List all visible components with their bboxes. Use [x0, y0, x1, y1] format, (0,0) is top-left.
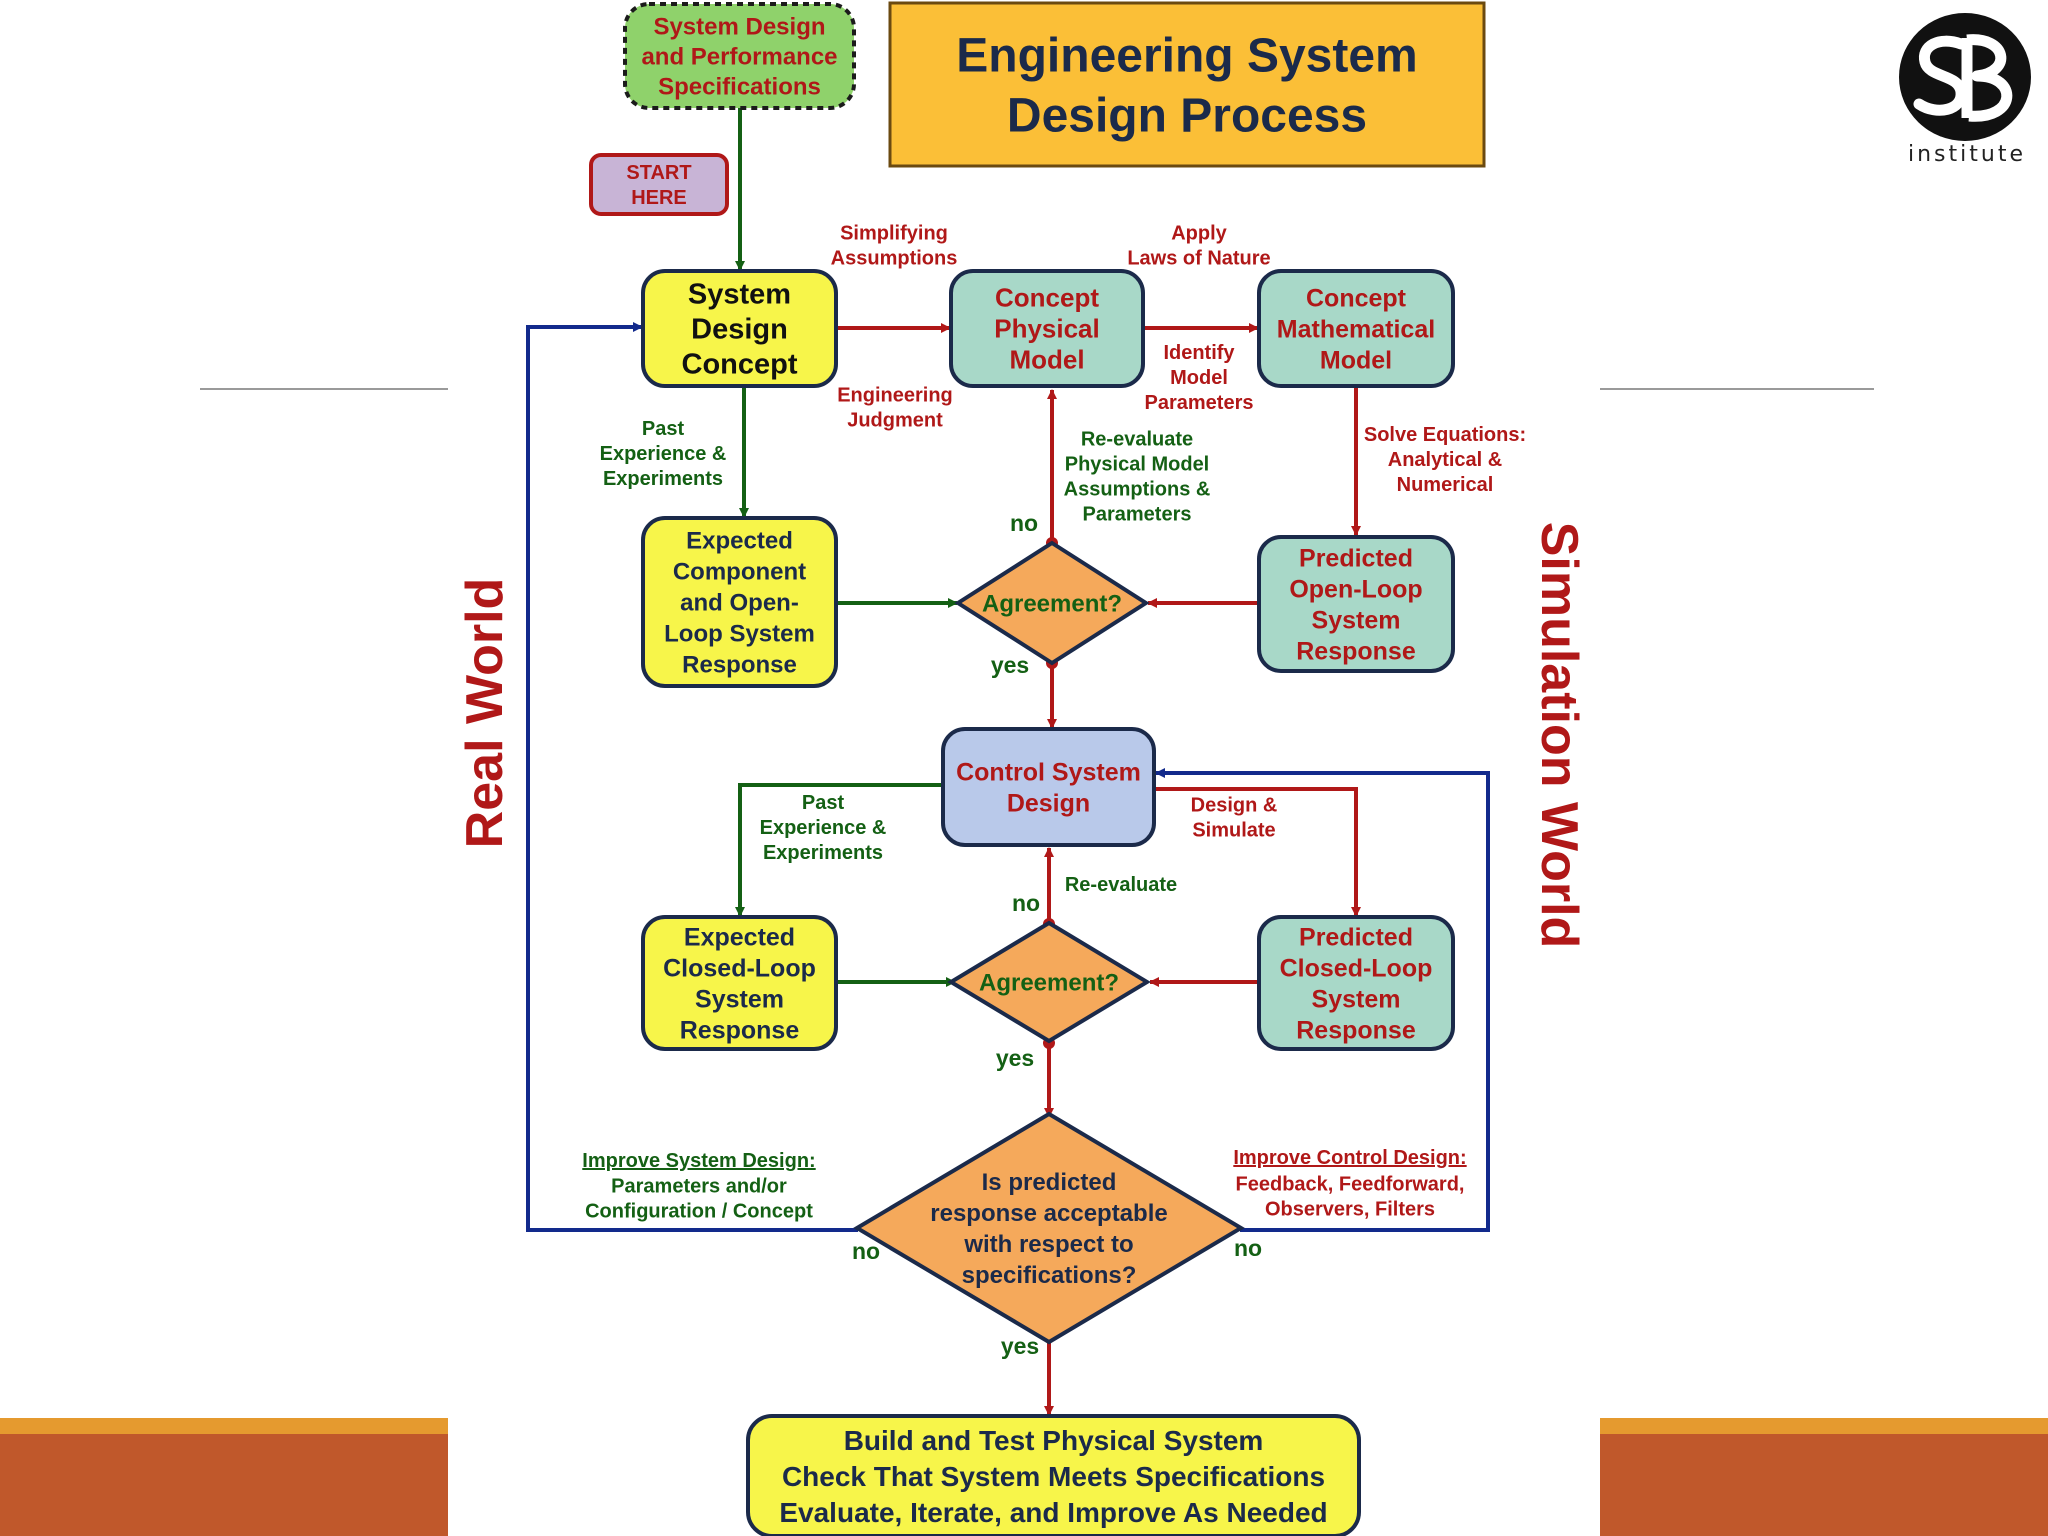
- label-yes-final: yes: [1001, 1333, 1039, 1359]
- agreement-2-diamond: Agreement?: [947, 920, 1151, 1044]
- real-world-label: Real World: [456, 578, 514, 849]
- label-reevaluate: Re-evaluate: [1065, 874, 1177, 896]
- label-no-right: no: [1234, 1235, 1262, 1261]
- rust-band-left: [0, 1434, 448, 1536]
- label-yes-2: yes: [996, 1045, 1034, 1071]
- rust-band-right: [1600, 1434, 2048, 1536]
- arrow-control-to-expected-closed: [735, 783, 943, 917]
- agreement-2-diamond-label: Agreement?: [979, 969, 1119, 996]
- simulation-world-label: Simulation World: [1530, 522, 1588, 949]
- improve-system-heading: Improve System Design:: [582, 1150, 815, 1172]
- top-right-rule: [1600, 388, 1874, 390]
- logo-text: institute: [1908, 142, 2026, 167]
- improve-control-heading: Improve Control Design:: [1233, 1147, 1466, 1169]
- top-left-rule: [200, 388, 448, 390]
- label-no-1: no: [1010, 510, 1038, 536]
- label-yes-1: yes: [991, 652, 1029, 678]
- sb-logo-icon: [1899, 13, 2031, 141]
- orange-band-left: [0, 1418, 448, 1434]
- label-solve-equations: Solve Equations:Analytical &Numerical: [1364, 424, 1526, 496]
- agreement-1-diamond: Agreement?: [954, 540, 1150, 666]
- improve-control-lines: Feedback, Feedforward,Observers, Filters: [1236, 1174, 1465, 1221]
- agreement-1-diamond-label: Agreement?: [982, 590, 1122, 617]
- orange-band-right: [1600, 1418, 2048, 1434]
- label-design-simulate: Design &Simulate: [1191, 795, 1278, 842]
- label-no-left: no: [852, 1238, 880, 1264]
- arrow-improve-control: [1155, 768, 1490, 1232]
- arrow-improve-system: [526, 322, 858, 1232]
- arrows: [526, 108, 1490, 1416]
- label-no-2: no: [1012, 890, 1040, 916]
- arrow-control-to-predicted-closed: [1153, 787, 1361, 917]
- label-improve-control: Improve Control Design: Feedback, Feedfor…: [1233, 1147, 1466, 1221]
